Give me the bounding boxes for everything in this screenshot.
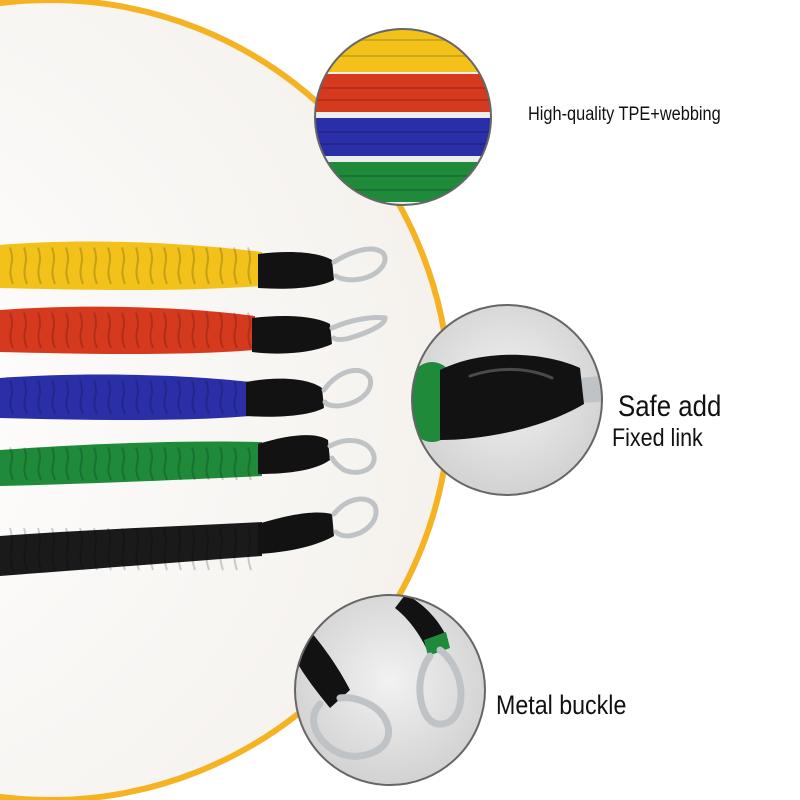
- caption-safe-add: Safe add: [618, 390, 722, 423]
- zoom-circle-webbing: [314, 28, 492, 206]
- band-black: [0, 496, 379, 576]
- band-blue: [0, 367, 374, 420]
- caption-fixed-link: Fixed link: [612, 424, 703, 452]
- band-yellow: [0, 241, 388, 290]
- band-red: [0, 306, 388, 354]
- caption-metal-buckle: Metal buckle: [496, 690, 627, 720]
- zoom-circle-fixed-link: [411, 304, 603, 496]
- band-green: [0, 435, 377, 486]
- caption-material: High-quality TPE+webbing: [528, 104, 721, 125]
